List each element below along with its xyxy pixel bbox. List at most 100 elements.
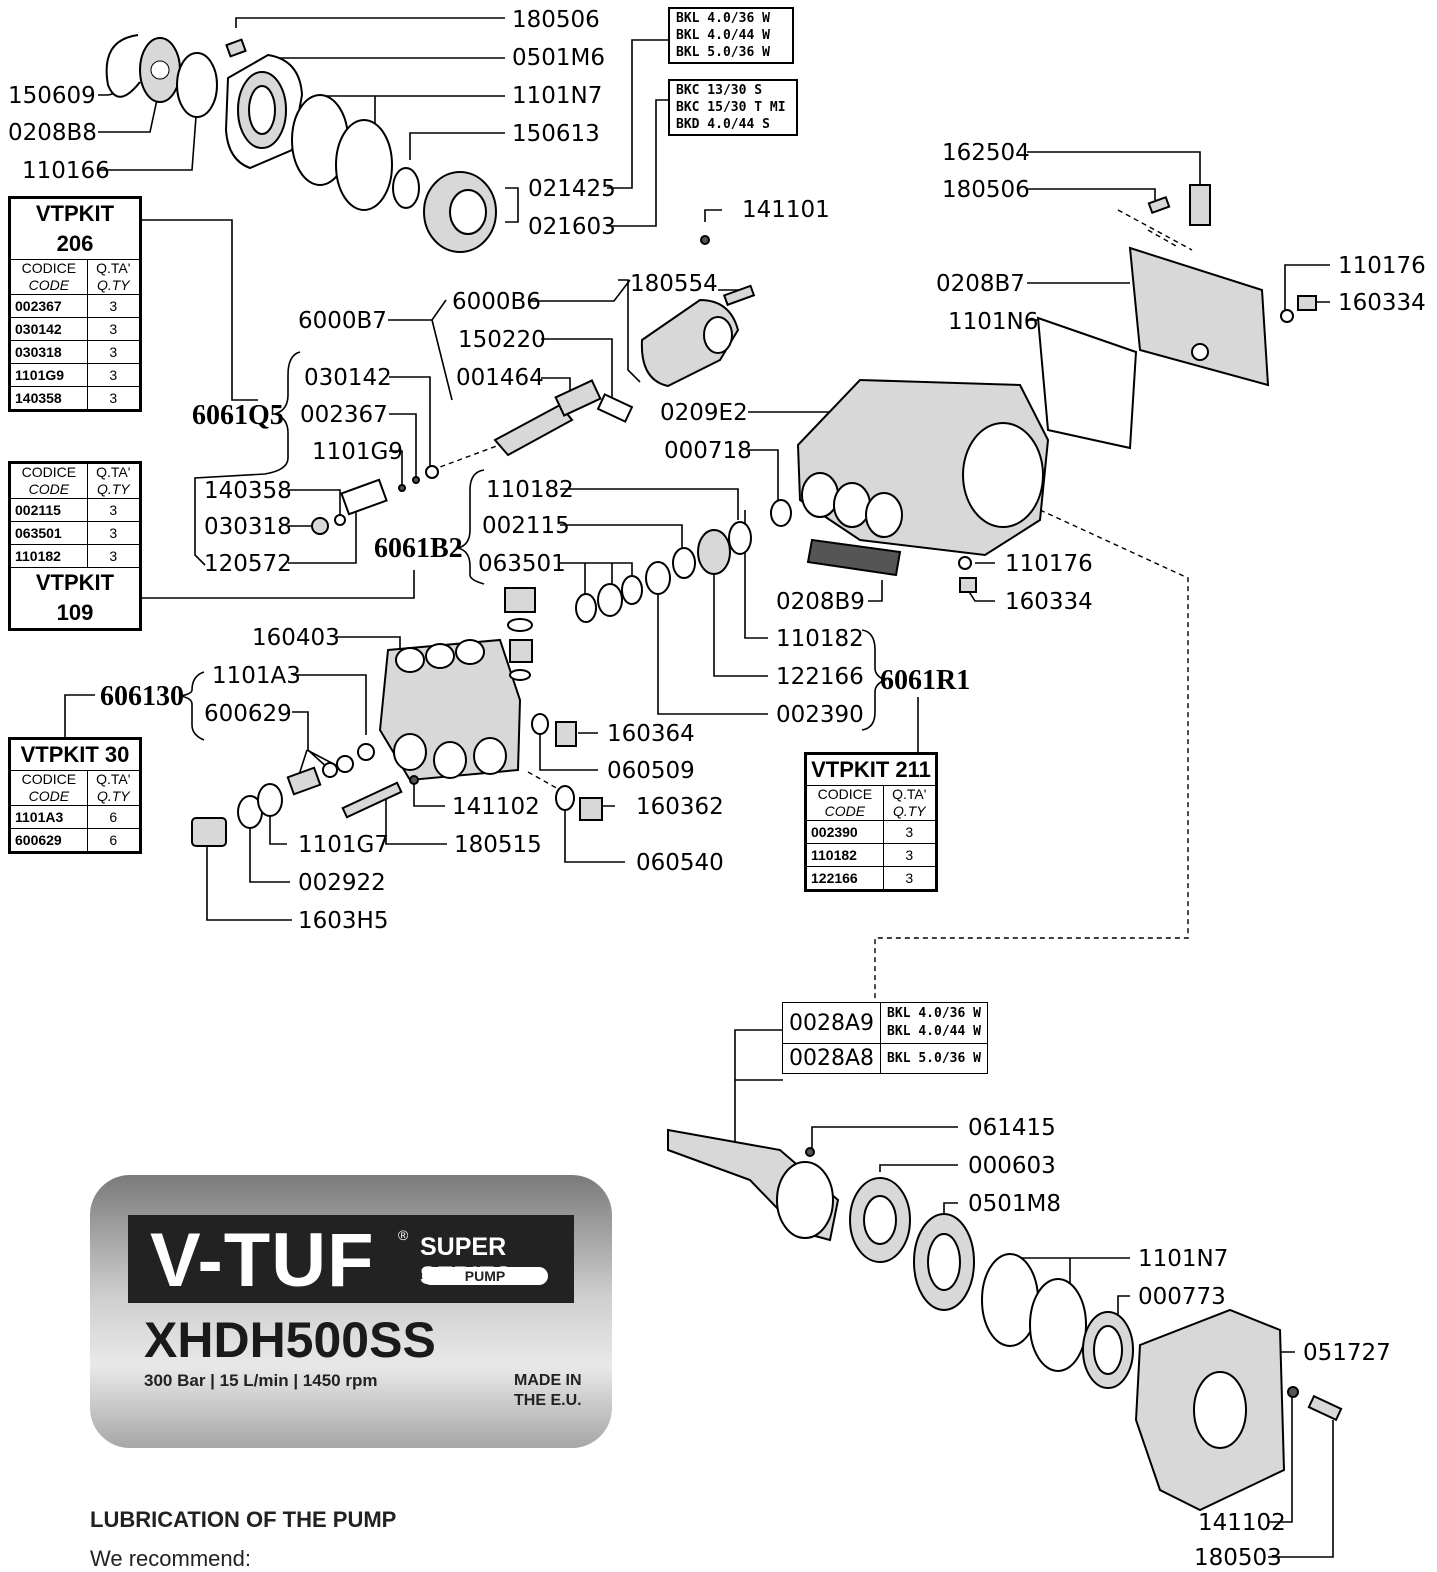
model-specs: 300 Bar | 15 L/min | 1450 rpm: [144, 1371, 378, 1390]
part-label: 110182: [776, 626, 864, 652]
registered-mark: ®: [398, 1227, 409, 1243]
part-label: 000773: [1138, 1284, 1226, 1310]
part-label: 061415: [968, 1115, 1056, 1141]
part-label: 002115: [482, 513, 570, 539]
part-label: 140358: [204, 478, 292, 504]
kit-title: VTPKIT 30: [9, 738, 141, 771]
model-line: BKL 5.0/36 W: [887, 1050, 981, 1066]
model-line: BKD 4.0/44 S: [676, 117, 770, 132]
kit-code-label: 6061R1: [880, 665, 970, 696]
kit-col-qty: Q.TA'Q.TY: [86, 259, 142, 295]
part-label: 110176: [1338, 253, 1426, 279]
part-label: 1101N7: [512, 83, 602, 109]
part-label: 150613: [512, 121, 600, 147]
part-label: 6000B7: [298, 308, 387, 334]
model-line: BKL 4.0/44 W: [887, 1024, 981, 1039]
kit-code-label: 606130: [100, 681, 184, 712]
crank-models: BKL 4.0/36 W BKL 4.0/44 W: [880, 1002, 988, 1044]
part-label: 110182: [486, 477, 574, 503]
made-in-label: MADE IN THE E.U.: [514, 1372, 582, 1409]
part-label: 002390: [776, 702, 864, 728]
part-label: 002922: [298, 870, 386, 896]
part-label: 160362: [636, 794, 724, 820]
part-label: 122166: [776, 664, 864, 690]
part-label: 1101N6: [948, 309, 1038, 335]
part-label: 002367: [300, 402, 388, 428]
kit-col-qty: Q.TA'Q.TY: [882, 785, 938, 821]
part-label: 030142: [304, 365, 392, 391]
part-label: 110166: [22, 158, 110, 184]
part-label: 110176: [1005, 551, 1093, 577]
product-badge: V-TUF ® SUPER SERIES PUMP XHDH500SS 300 …: [90, 1175, 612, 1448]
crankshaft-model-table: 0028A9 BKL 4.0/36 W BKL 4.0/44 W 0028A8 …: [781, 1002, 988, 1074]
dashed-cover-line: [1117, 209, 1193, 251]
kit-col-qty: Q.TA'Q.TY: [86, 462, 142, 499]
oring-drawing: [176, 52, 218, 118]
pump-pill: PUMP: [422, 1267, 548, 1285]
part-label: 1101G9: [312, 439, 403, 465]
crank-code: 0028A8: [781, 1043, 882, 1074]
model-line: BKL 5.0/36 W: [676, 45, 770, 60]
kit-code-label: 6061B2: [374, 533, 463, 564]
part-label: 021603: [528, 214, 616, 240]
part-label: 141102: [1198, 1510, 1286, 1536]
lubrication-text: We recommend:: [90, 1546, 251, 1571]
part-label: 000718: [664, 438, 752, 464]
part-label: 160334: [1005, 589, 1093, 615]
part-label: 141101: [742, 197, 830, 223]
kit-col-qty: Q.TA'Q.TY: [86, 770, 142, 806]
model-line: BKL 4.0/44 W: [676, 28, 770, 43]
part-label: 6000B6: [452, 289, 541, 315]
part-label: 021425: [528, 176, 616, 202]
brand-bar: V-TUF ® SUPER SERIES PUMP: [128, 1215, 574, 1303]
part-label: 150609: [8, 83, 96, 109]
part-label: 150220: [458, 327, 546, 353]
part-label: 180554: [630, 271, 718, 297]
part-label: 600629: [204, 701, 292, 727]
part-label: 001464: [456, 365, 544, 391]
part-label: 180506: [512, 7, 600, 33]
circlip-drawing: [105, 34, 141, 98]
part-labels: 180506 0501M6 1101N7 150613 150609 0208B…: [8, 7, 1426, 1571]
cover-drawing: [1128, 246, 1270, 387]
part-label: 180515: [454, 832, 542, 858]
kit-code-label: 6061Q5: [192, 400, 284, 431]
part-label: 0208B9: [776, 589, 865, 615]
part-label: 030318: [204, 514, 292, 540]
model-name: XHDH500SS: [144, 1312, 436, 1368]
kit-title: VTPKIT 206: [9, 197, 141, 260]
part-label: 1101N7: [1138, 1246, 1228, 1272]
part-label: 162504: [942, 140, 1030, 166]
part-label: 160403: [252, 625, 340, 651]
model-line: BKL 4.0/36 W: [676, 11, 770, 26]
dashed-plunger-line: [431, 443, 503, 471]
part-label: 180506: [942, 177, 1030, 203]
part-label: 141102: [452, 794, 540, 820]
part-label: 0208B7: [936, 271, 1025, 297]
part-label: 060540: [636, 850, 724, 876]
part-label: 063501: [478, 551, 566, 577]
part-label: 0208B8: [8, 120, 97, 146]
plunger-drawing: [493, 403, 574, 457]
part-label: 160334: [1338, 290, 1426, 316]
part-label: 180503: [1194, 1545, 1282, 1571]
part-label: 120572: [204, 551, 292, 577]
part-label: 1101G7: [298, 832, 389, 858]
part-label: 0209E2: [660, 400, 748, 426]
kit-title: VTPKIT 109: [9, 567, 141, 630]
